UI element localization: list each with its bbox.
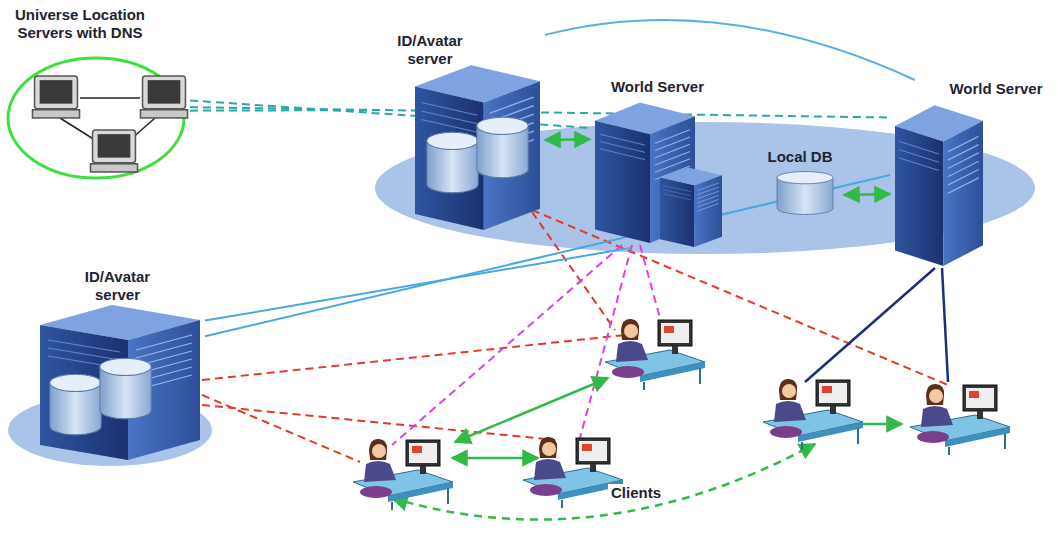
node-label: Universe Location Servers with DNS — [5, 6, 155, 42]
node-label: ID/Avatar server — [70, 268, 165, 304]
id-avatar-server-icon — [40, 305, 200, 460]
peer-links — [392, 378, 902, 520]
connector — [545, 138, 590, 141]
dns-computers — [32, 76, 187, 172]
id-avatar-server: ID/Avatar server — [35, 266, 205, 461]
connector — [844, 193, 890, 196]
world-server-icon — [895, 105, 983, 266]
node-label: Local DB — [760, 148, 840, 166]
group-label: Clients — [608, 484, 664, 502]
connector — [205, 248, 631, 321]
id-avatar-server-icon — [415, 65, 540, 230]
local-db: Local DB — [760, 148, 844, 218]
connector — [545, 20, 915, 80]
world-server-icon — [595, 103, 722, 247]
id-avatar-server: ID/Avatar server — [385, 30, 545, 230]
world-server: World Server — [590, 78, 725, 248]
auth-links — [202, 205, 948, 462]
local-db-icon — [777, 172, 833, 215]
dns-server-group: Universe Location Servers with DNS — [5, 4, 190, 176]
world-client-links — [805, 268, 948, 382]
world-server: World Server — [890, 80, 1056, 270]
node-label: World Server — [595, 78, 720, 96]
node-label: ID/Avatar server — [385, 32, 475, 68]
client-workstations — [353, 319, 1010, 510]
node-label: World Server — [940, 80, 1052, 98]
